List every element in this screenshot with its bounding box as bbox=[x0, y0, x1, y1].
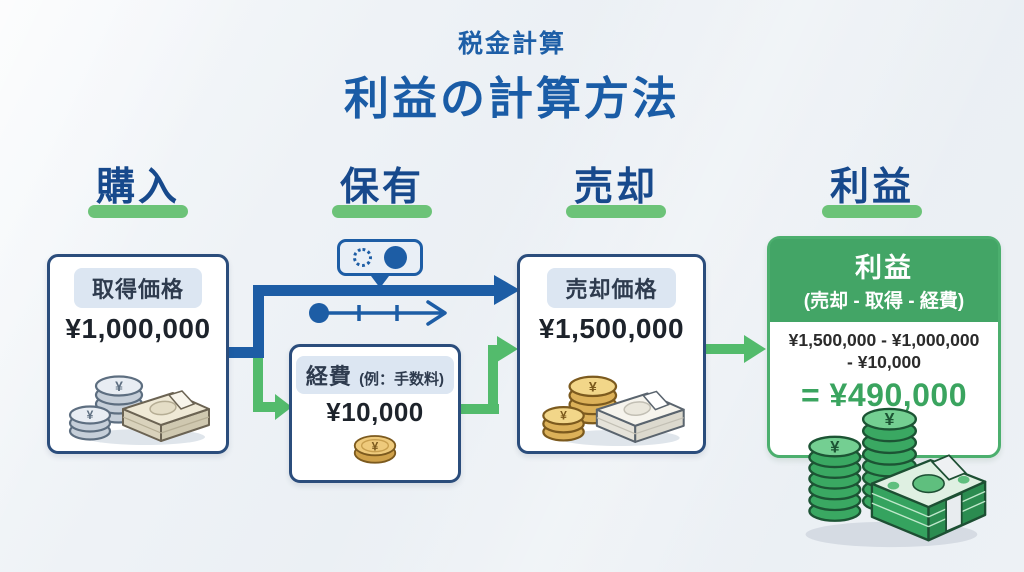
green-arrow-segment bbox=[253, 402, 277, 412]
stage-underline bbox=[87, 205, 189, 218]
profit-header-title: 利益 bbox=[855, 253, 913, 283]
blue-arrow-segment bbox=[253, 285, 496, 296]
subtitle: 税金計算 bbox=[457, 30, 566, 58]
stage-underline bbox=[821, 205, 923, 218]
profit-calc-line1: ¥1,500,000 - ¥1,000,000 bbox=[788, 330, 980, 350]
title-block: 税金計算 利益の計算方法 bbox=[0, 24, 1024, 127]
toggle-on-bubble-icon bbox=[337, 239, 423, 276]
silver-coins-banknotes-icon: ¥ ¥ bbox=[68, 375, 210, 445]
profit-card-header: 利益 (売却 - 取得 - 経費) bbox=[770, 239, 998, 322]
profit-header-formula: (売却 - 取得 - 経費) bbox=[803, 291, 965, 312]
svg-text:¥: ¥ bbox=[560, 409, 567, 423]
stage-label-sell: 売却 bbox=[565, 156, 667, 218]
expense-card: 経費 (例：手数料) ¥10,000 ¥ bbox=[289, 344, 461, 483]
svg-text:¥: ¥ bbox=[588, 378, 596, 394]
green-arrow-segment bbox=[459, 404, 499, 414]
expense-badge-text: 経費 bbox=[305, 364, 352, 389]
stage-label-profit: 利益 bbox=[821, 156, 923, 218]
green-coins-banknotes-icon: ¥ ¥ bbox=[805, 407, 987, 548]
svg-text:¥: ¥ bbox=[885, 409, 895, 429]
stage-label-hold: 保有 bbox=[331, 156, 433, 218]
stage-label-profit-text: 利益 bbox=[829, 166, 915, 209]
green-arrowhead-icon bbox=[275, 394, 292, 420]
dotted-circle-icon bbox=[352, 248, 372, 267]
stage-label-sell-text: 売却 bbox=[573, 166, 659, 209]
sale-price-amount: ¥1,500,000 bbox=[538, 313, 685, 344]
blue-arrowhead-icon bbox=[494, 275, 520, 305]
profit-calc-line2: - ¥10,000 bbox=[847, 351, 921, 372]
timeline-arrow-icon bbox=[309, 300, 447, 326]
purchase-price-amount: ¥1,000,000 bbox=[65, 313, 211, 344]
profit-result: = ¥490,000 bbox=[800, 376, 968, 413]
svg-text:¥: ¥ bbox=[830, 437, 840, 456]
expense-badge: 経費 (例：手数料) bbox=[295, 356, 455, 394]
green-arrowhead-icon bbox=[497, 336, 518, 362]
svg-text:¥: ¥ bbox=[372, 439, 379, 453]
purchase-price-badge: 取得価格 bbox=[73, 268, 202, 308]
profit-card: 利益 (売却 - 取得 - 経費) ¥1,500,000 - ¥1,000,00… bbox=[767, 236, 1001, 548]
expense-amount: ¥10,000 bbox=[326, 397, 424, 427]
stage-underline bbox=[331, 205, 433, 218]
blue-arrow-segment bbox=[226, 347, 264, 358]
green-arrow-segment bbox=[488, 345, 498, 414]
bubble-pointer-icon bbox=[371, 276, 389, 288]
svg-text:¥: ¥ bbox=[87, 408, 94, 422]
green-arrowhead-icon bbox=[744, 335, 766, 363]
expense-badge-note: (例：手数料) bbox=[359, 371, 445, 388]
green-arrow-segment bbox=[704, 344, 746, 354]
gold-coin-icon: ¥ bbox=[353, 435, 397, 464]
page-title: 利益の計算方法 bbox=[343, 73, 680, 124]
stage-label-purchase-text: 購入 bbox=[95, 166, 181, 209]
stage-label-purchase: 購入 bbox=[87, 156, 189, 218]
stage-underline bbox=[565, 205, 667, 218]
svg-text:¥: ¥ bbox=[115, 378, 123, 394]
stage-label-hold-text: 保有 bbox=[339, 166, 425, 209]
sale-price-badge: 売却価格 bbox=[547, 268, 676, 308]
sale-price-card: 売却価格 ¥1,500,000 ¥ ¥ bbox=[517, 254, 706, 454]
purchase-price-card: 取得価格 ¥1,000,000 ¥ ¥ bbox=[47, 254, 229, 454]
filled-circle-icon bbox=[384, 246, 408, 269]
blue-arrow-segment bbox=[253, 285, 264, 358]
gold-coins-banknotes-icon: ¥ ¥ bbox=[541, 375, 685, 446]
green-arrow-segment bbox=[253, 358, 263, 408]
